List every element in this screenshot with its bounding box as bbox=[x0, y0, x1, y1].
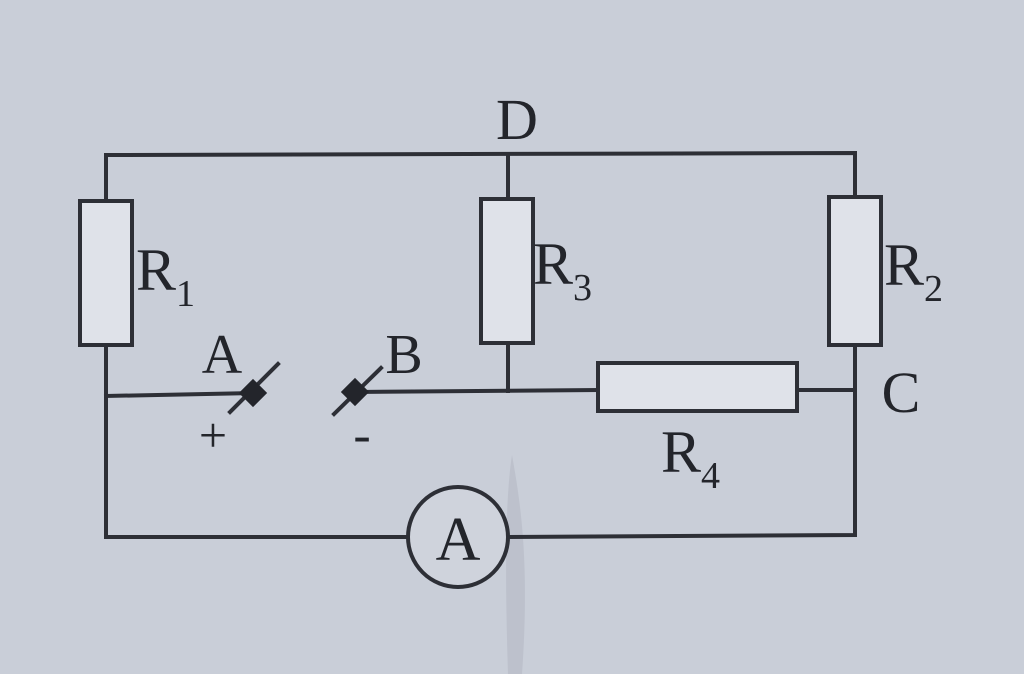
label-r4-sub: 4 bbox=[701, 455, 720, 497]
resistor-r3 bbox=[479, 197, 535, 345]
polarity-minus: - bbox=[353, 407, 370, 464]
label-r2-base: R bbox=[884, 232, 924, 298]
resistor-r4 bbox=[596, 361, 799, 413]
terminal-b bbox=[340, 377, 370, 407]
resistor-r2 bbox=[827, 195, 883, 347]
label-r4-base: R bbox=[661, 419, 701, 485]
node-label-d: D bbox=[496, 87, 538, 152]
polarity-plus: + bbox=[199, 407, 227, 463]
ammeter-label: A bbox=[436, 506, 481, 574]
wire-left-bottom bbox=[104, 343, 410, 539]
node-label-a: A bbox=[202, 324, 243, 386]
label-r1-sub: 1 bbox=[176, 273, 195, 315]
node-label-c: C bbox=[882, 360, 921, 425]
label-r3: R3 bbox=[533, 231, 592, 309]
ammeter bbox=[406, 485, 510, 589]
wire-to-terminal-a bbox=[103, 390, 256, 399]
paper-smudge bbox=[506, 455, 525, 674]
label-r3-sub: 3 bbox=[573, 267, 592, 309]
label-r2: R2 bbox=[884, 232, 943, 310]
terminal-a bbox=[238, 378, 268, 408]
label-r1: R1 bbox=[136, 237, 195, 315]
wire-right-bottom bbox=[505, 343, 857, 540]
label-r3-base: R bbox=[533, 231, 573, 297]
wire-terminal-b-r4 bbox=[352, 387, 601, 395]
wire-top bbox=[104, 150, 857, 203]
resistor-r1 bbox=[78, 199, 134, 347]
node-label-b: B bbox=[385, 324, 422, 386]
label-r2-sub: 2 bbox=[924, 268, 943, 310]
label-r1-base: R bbox=[136, 237, 176, 303]
label-r4: R4 bbox=[661, 419, 720, 497]
